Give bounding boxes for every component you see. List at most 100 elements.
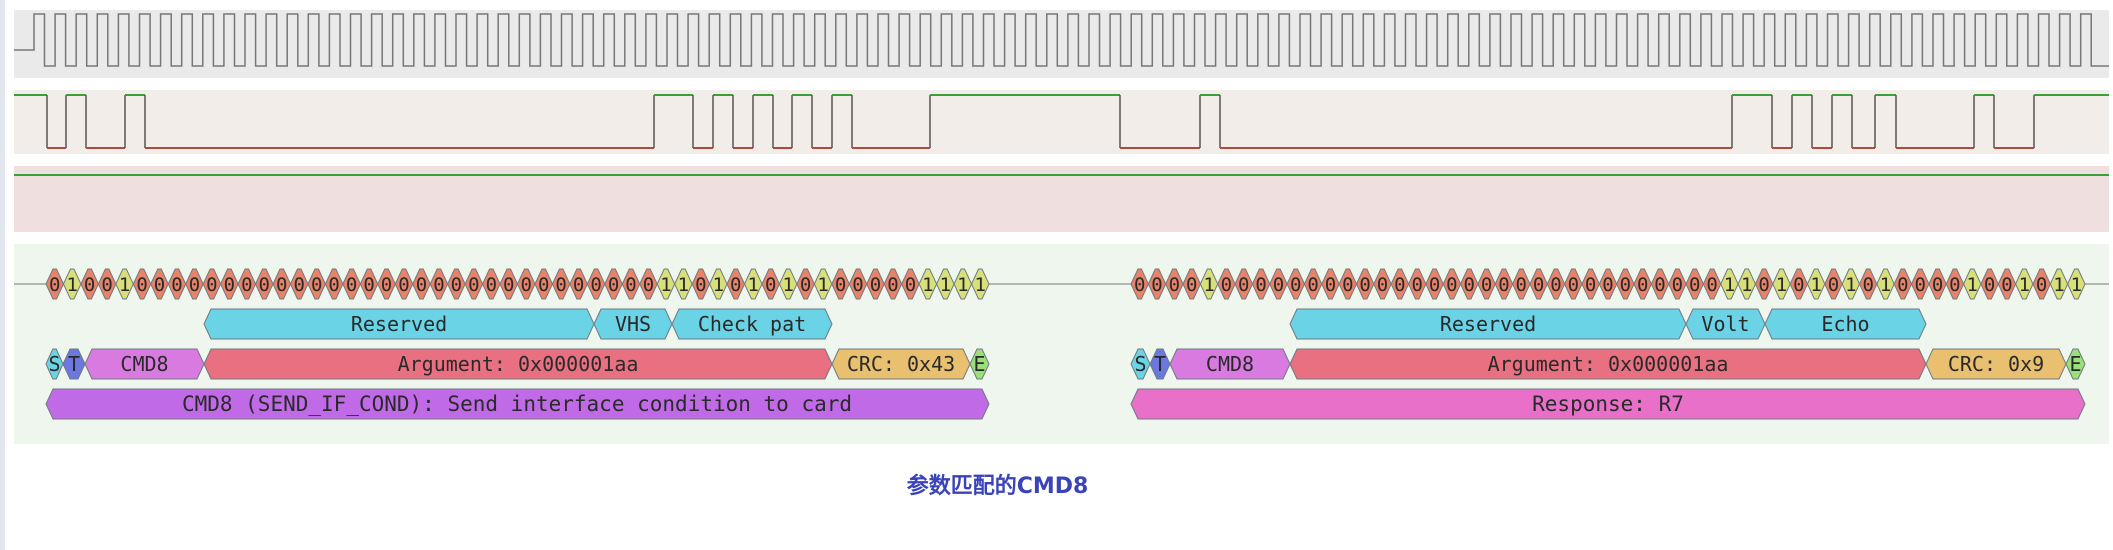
command-frame-label: T <box>68 352 80 376</box>
command-bit-value: 0 <box>433 274 444 296</box>
response-bit-value: 1 <box>1845 274 1856 296</box>
response-bit-value: 0 <box>1429 274 1440 296</box>
response-bit-value: 0 <box>1932 274 1943 296</box>
response-bit-value: 0 <box>1481 274 1492 296</box>
response-bit-value: 1 <box>1880 274 1891 296</box>
response-bit-value: 0 <box>2036 274 2047 296</box>
command-bit-value: 1 <box>957 274 968 296</box>
command-bit-value: 0 <box>538 274 549 296</box>
command-bit-value: 0 <box>451 274 462 296</box>
response-bit-value: 1 <box>1203 274 1214 296</box>
command-bit-value: 1 <box>817 274 828 296</box>
response-summary-box <box>1130 388 2086 420</box>
command-bit-value: 0 <box>84 274 95 296</box>
response-bit-value: 0 <box>1585 274 1596 296</box>
command-bit-value: 0 <box>590 274 601 296</box>
command-frame-label: CMD8 <box>120 352 168 376</box>
response-bit <box>2067 268 2086 300</box>
command-bit-value: 0 <box>276 274 287 296</box>
command-frame-box <box>969 348 990 380</box>
command-bit-value: 0 <box>521 274 532 296</box>
response-bit-value: 0 <box>1550 274 1561 296</box>
response-bit-value: 0 <box>1828 274 1839 296</box>
command-bit-value: 0 <box>49 274 60 296</box>
command-bit-value: 0 <box>259 274 270 296</box>
response-bit-value: 0 <box>1689 274 1700 296</box>
command-bit-value: 0 <box>573 274 584 296</box>
command-bit-value: 0 <box>835 274 846 296</box>
response-frame-label: E <box>2069 352 2081 376</box>
command-bit-value: 0 <box>608 274 619 296</box>
cmd-line-track <box>14 90 2109 154</box>
response-bit-value: 0 <box>1862 274 1873 296</box>
command-fields-label: Reserved <box>351 312 447 336</box>
response-bit-value: 0 <box>1134 274 1145 296</box>
response-bit-value: 0 <box>1221 274 1232 296</box>
command-bit-value: 0 <box>852 274 863 296</box>
response-bit-value: 1 <box>2071 274 2082 296</box>
response-bit-value: 0 <box>1914 274 1925 296</box>
command-bit-value: 0 <box>643 274 654 296</box>
command-bit-value: 0 <box>206 274 217 296</box>
command-bit-value: 0 <box>381 274 392 296</box>
response-bit-value: 0 <box>1307 274 1318 296</box>
command-fields-box <box>671 308 833 340</box>
response-bit-value: 0 <box>1359 274 1370 296</box>
response-bit-value: 0 <box>1342 274 1353 296</box>
response-frame-label: CRC: 0x9 <box>1948 352 2044 376</box>
response-bit-value: 0 <box>1411 274 1422 296</box>
clock-track <box>14 10 2109 78</box>
command-bit-value: 0 <box>293 274 304 296</box>
command-fields-label: VHS <box>615 312 651 336</box>
response-bit-value: 1 <box>1741 274 1752 296</box>
command-frame-label: E <box>973 352 985 376</box>
command-frame-label: S <box>48 352 60 376</box>
response-bit-value: 0 <box>1984 274 1995 296</box>
response-bit-value: 0 <box>1568 274 1579 296</box>
response-fields-label: Volt <box>1701 312 1749 336</box>
command-bit-value: 1 <box>66 274 77 296</box>
left-edge-bar <box>0 0 5 550</box>
response-bit-value: 1 <box>1810 274 1821 296</box>
command-bit-value: 0 <box>695 274 706 296</box>
response-bit-value: 0 <box>1446 274 1457 296</box>
command-bit-value: 0 <box>328 274 339 296</box>
command-bit-value: 0 <box>154 274 165 296</box>
response-bit-value: 1 <box>2019 274 2030 296</box>
command-bit-value: 0 <box>416 274 427 296</box>
command-bit-value: 0 <box>555 274 566 296</box>
command-bit-value: 1 <box>940 274 951 296</box>
command-bit-value: 0 <box>346 274 357 296</box>
response-bit-value: 1 <box>1724 274 1735 296</box>
response-bit-value: 0 <box>1238 274 1249 296</box>
command-fields-label: Check pat <box>698 312 806 336</box>
command-bit-value: 1 <box>922 274 933 296</box>
command-bit-value: 0 <box>765 274 776 296</box>
response-bit-value: 0 <box>1758 274 1769 296</box>
response-bit-value: 1 <box>2053 274 2064 296</box>
response-frame-label: Argument: 0x000001aa <box>1488 352 1729 376</box>
command-bit <box>970 268 990 300</box>
response-bit-value: 0 <box>1672 274 1683 296</box>
response-bit-value: 0 <box>1602 274 1613 296</box>
command-bit-value: 0 <box>189 274 200 296</box>
command-bit-value: 0 <box>870 274 881 296</box>
command-bit-value: 0 <box>800 274 811 296</box>
response-bit-value: 0 <box>1654 274 1665 296</box>
command-frame-label: CRC: 0x43 <box>847 352 955 376</box>
response-bit-value: 0 <box>1169 274 1180 296</box>
response-bit-value: 1 <box>1776 274 1787 296</box>
response-bit-value: 0 <box>1637 274 1648 296</box>
command-bit-value: 0 <box>363 274 374 296</box>
data-line-track <box>14 166 2109 232</box>
response-bit-value: 1 <box>1967 274 1978 296</box>
clock-waveform <box>14 13 2109 67</box>
command-bit-value: 1 <box>782 274 793 296</box>
command-bit-value: 0 <box>887 274 898 296</box>
clock-track-background <box>14 10 2109 78</box>
command-bit-value: 0 <box>503 274 514 296</box>
response-bit-value: 0 <box>1186 274 1197 296</box>
command-bit-value: 0 <box>241 274 252 296</box>
